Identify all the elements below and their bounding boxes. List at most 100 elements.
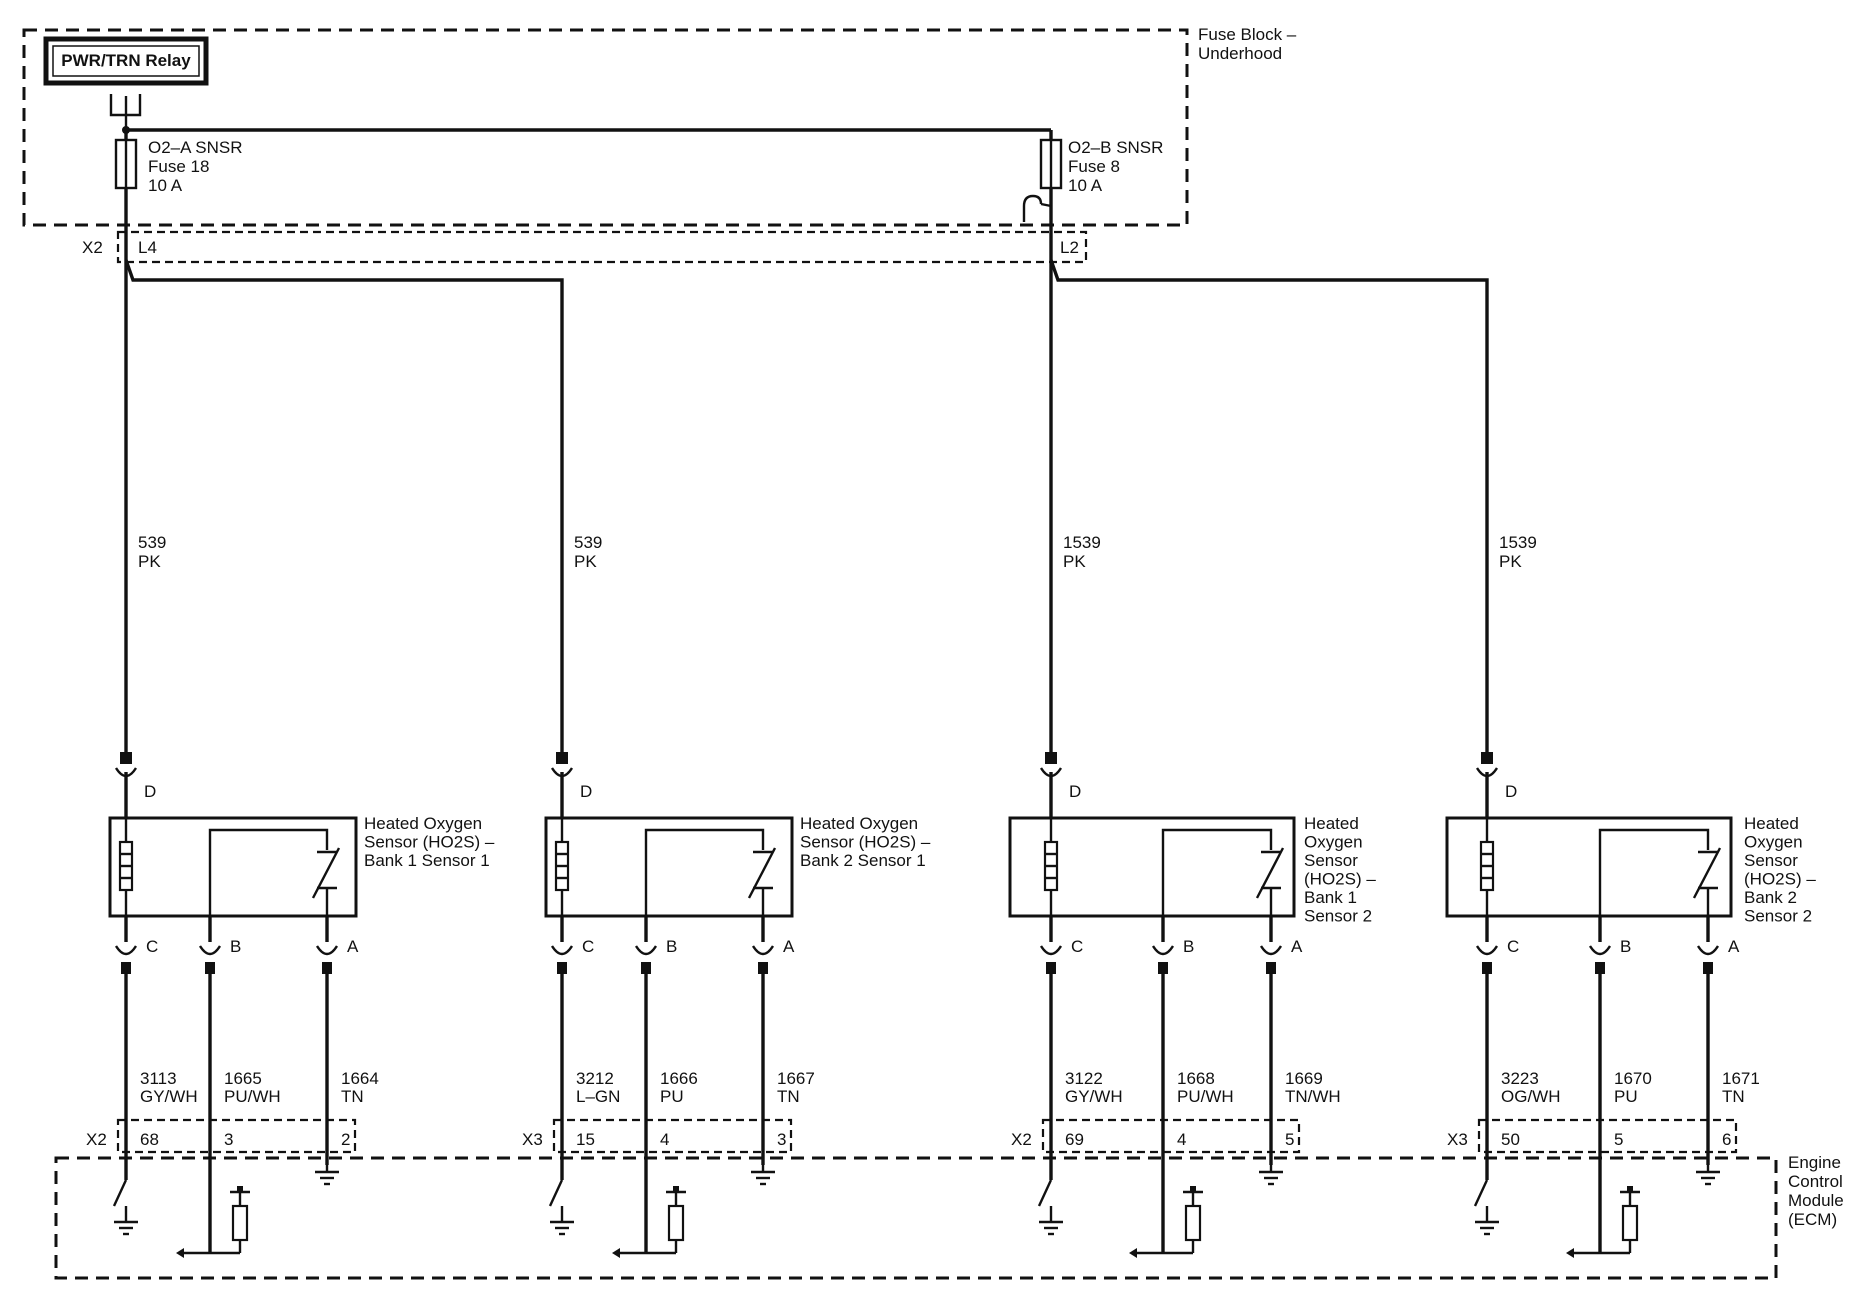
power-wire-color: PK — [138, 552, 161, 571]
sensor-box — [1445, 816, 1733, 918]
ecm-resistor-icon — [667, 1204, 685, 1242]
ecm-pin-c: 69 — [1065, 1130, 1084, 1149]
sensing-element-wire — [1598, 828, 1710, 916]
sensing-element-icon — [1255, 847, 1285, 899]
ecm-pin-a: 3 — [777, 1130, 786, 1149]
sensing-element-wire — [1161, 828, 1273, 916]
sensing-element-icon — [1692, 847, 1722, 899]
fuse-block-outline — [22, 28, 1189, 227]
pin-label-b: B — [666, 937, 677, 956]
ecm-connector-id: X2 — [1011, 1130, 1032, 1149]
ecm-connector-outline — [1041, 1118, 1301, 1154]
ecm-label-line-4: (ECM) — [1788, 1210, 1837, 1229]
pin-label-c: C — [1507, 937, 1519, 956]
fuse-block-label-line-2: Underhood — [1198, 44, 1282, 63]
sensor-name-line-2: Sensor (HO2S) – — [364, 833, 495, 852]
ecm-pin-a: 6 — [1722, 1130, 1731, 1149]
ecm-label-line-2: Control — [1788, 1172, 1843, 1191]
wire-circuit-c: 3113 — [140, 1069, 177, 1088]
ecm-pin-a: 5 — [1285, 1130, 1294, 1149]
pin-label-a: A — [347, 937, 359, 956]
ecm-input-arrow-icon — [176, 1248, 184, 1258]
power-wire-circuit: 539 — [138, 533, 166, 552]
wire-circuit-c: 3223 — [1501, 1069, 1539, 1088]
ecm-pin-b: 3 — [224, 1130, 233, 1149]
sensing-element-wire — [208, 828, 329, 916]
fuse-o2a: O2–A SNSR Fuse 18 10 A — [114, 138, 243, 280]
ecm-pin-a: 2 — [341, 1130, 350, 1149]
connector-a-icon — [1259, 945, 1283, 956]
connector-d-pin — [120, 752, 132, 764]
ecm-connector-outline — [116, 1118, 357, 1154]
fuse-o2a-line-1: O2–A SNSR — [148, 138, 243, 157]
ecm-connector-id: X2 — [86, 1130, 107, 1149]
sensor-name-line-2: Oxygen — [1304, 833, 1363, 852]
sensor-name-line-1: Heated Oxygen — [800, 814, 918, 833]
wire-color-a: TN — [1722, 1087, 1745, 1106]
connector-d-pin — [1481, 752, 1493, 764]
branch-wire-bank2-sensor2 — [1049, 259, 1489, 760]
ecm-pin-c: 15 — [576, 1130, 595, 1149]
wire-color-b: PU/WH — [1177, 1087, 1234, 1106]
wire-circuit-c: 3122 — [1065, 1069, 1103, 1088]
fuse-block-label-line-1: Fuse Block – — [1198, 25, 1297, 44]
connector-c-icon — [1475, 945, 1499, 956]
pwr-trn-relay: PWR/TRN Relay — [43, 36, 209, 128]
wire-color-b: PU/WH — [224, 1087, 281, 1106]
ecm-resistor-icon — [1184, 1204, 1202, 1242]
sensor-name-line-2: Oxygen — [1744, 833, 1803, 852]
sensor-box — [108, 816, 358, 918]
sensor-name-line-4: (HO2S) – — [1304, 870, 1376, 889]
power-wire-color: PK — [1499, 552, 1522, 571]
sensing-element-icon — [311, 847, 341, 899]
fuse-block-connector-x2: X2 L4 L2 — [82, 230, 1088, 264]
wire-color-a: TN — [777, 1087, 800, 1106]
branch-wire-bank2-sensor1 — [124, 259, 564, 760]
ecm-outline — [54, 1156, 1778, 1280]
wire-circuit-a: 1671 — [1722, 1069, 1760, 1088]
wire-color-c: GY/WH — [140, 1087, 198, 1106]
ecm: Engine Control Module (ECM) — [54, 1153, 1844, 1280]
sensor-name-line-5: Bank 2 — [1744, 888, 1797, 907]
connector-a-icon — [751, 945, 775, 956]
sensor-name-line-3: Bank 2 Sensor 1 — [800, 851, 926, 870]
sensing-element-wire — [644, 828, 765, 916]
pin-label-b: B — [1183, 937, 1194, 956]
fuse-block: Fuse Block – Underhood — [22, 25, 1297, 227]
ecm-label-line-3: Module — [1788, 1191, 1844, 1210]
connector-b-icon — [198, 945, 222, 956]
wire-color-b: PU — [660, 1087, 684, 1106]
connector-d-pin — [556, 752, 568, 764]
wire-color-c: L–GN — [576, 1087, 620, 1106]
sensor-name-line-6: Sensor 2 — [1304, 907, 1372, 926]
sensor-name-line-5: Bank 1 — [1304, 888, 1357, 907]
ecm-connector-id: X3 — [522, 1130, 543, 1149]
wire-circuit-b: 1665 — [224, 1069, 262, 1088]
connector-c-icon — [1039, 945, 1063, 956]
ecm-switch-icon — [1473, 1179, 1489, 1207]
fuse-o2b-line-3: 10 A — [1068, 176, 1103, 195]
wire-circuit-c: 3212 — [576, 1069, 614, 1088]
ecm-pin-c: 68 — [140, 1130, 159, 1149]
ecm-pin-c: 50 — [1501, 1130, 1520, 1149]
sensor-name-line-3: Sensor — [1304, 851, 1358, 870]
connector-c-icon — [550, 945, 574, 956]
pin-label-a: A — [1291, 937, 1303, 956]
pin-label-a: A — [783, 937, 795, 956]
fuse-8-test-point — [1022, 194, 1043, 222]
pin-label-a: A — [1728, 937, 1740, 956]
power-wire-color: PK — [1063, 552, 1086, 571]
ecm-connector-outline — [1477, 1118, 1738, 1154]
fuse-o2a-line-3: 10 A — [148, 176, 183, 195]
wire-circuit-b: 1668 — [1177, 1069, 1215, 1088]
ecm-switch-icon — [112, 1179, 128, 1207]
wire-circuit-a: 1664 — [341, 1069, 379, 1088]
ecm-input-arrow-icon — [1566, 1248, 1574, 1258]
connector-a-icon — [315, 945, 339, 956]
power-wire-circuit: 1539 — [1063, 533, 1101, 552]
wire-color-c: GY/WH — [1065, 1087, 1123, 1106]
fuse-o2b-line-1: O2–B SNSR — [1068, 138, 1163, 157]
connector-b-icon — [1588, 945, 1612, 956]
